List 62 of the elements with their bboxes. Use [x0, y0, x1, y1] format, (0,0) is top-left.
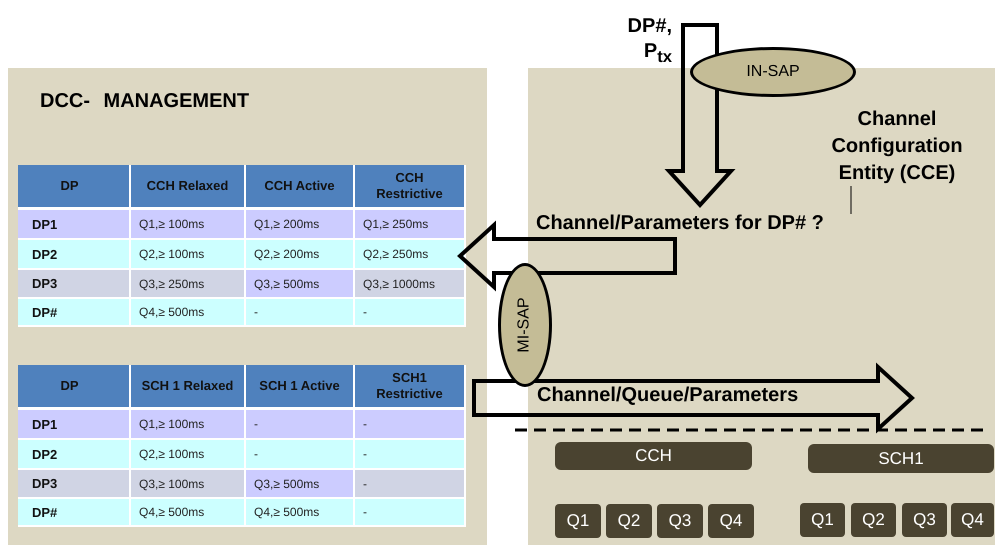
table-cell: DP3: [18, 270, 131, 299]
column-header: CCH Active: [246, 165, 355, 210]
table-cell: Q1,≥ 100ms: [131, 410, 246, 440]
column-header: SCH 1 Active: [246, 365, 355, 410]
queue-box: Q4: [951, 503, 994, 537]
table-cell: -: [355, 410, 466, 440]
column-header: CCH Restrictive: [355, 165, 466, 210]
table-cell: DP3: [18, 470, 131, 499]
table-cell: Q4,≥ 500ms: [131, 499, 246, 527]
interface-label: IN-SAP: [746, 63, 800, 81]
queue-box: Q4: [708, 504, 754, 538]
channel-bar: SCH1: [808, 444, 994, 473]
queue-box: Q3: [657, 504, 703, 538]
queue-box: Q2: [851, 503, 896, 537]
edge-label: Channel/Queue/Parameters: [537, 384, 798, 407]
table-cell: -: [355, 440, 466, 470]
queue-box: Q1: [800, 503, 845, 537]
table-cell: Q3,≥ 500ms: [246, 270, 355, 299]
table-cell: DP1: [18, 210, 131, 240]
table-cell: -: [246, 440, 355, 470]
column-header: SCH1 Restrictive: [355, 365, 466, 410]
table-cell: Q2,≥ 100ms: [131, 240, 246, 270]
table-cell: Q2,≥ 250ms: [355, 240, 466, 270]
interface-label: MI-SAP: [516, 297, 534, 353]
leader-line: [850, 186, 852, 214]
column-header: CCH Relaxed: [131, 165, 246, 210]
table-cell: DP2: [18, 240, 131, 270]
table-cell: Q3,≥ 250ms: [131, 270, 246, 299]
table-cell: Q1,≥ 250ms: [355, 210, 466, 240]
heading-text: Channel/Parameters for DP# ?: [536, 210, 936, 240]
queue-box: Q3: [902, 503, 947, 537]
queue-box: Q1: [555, 504, 601, 538]
column-header: DP: [18, 165, 131, 210]
panel-background: [8, 68, 487, 545]
table-cell: Q1,≥ 100ms: [131, 210, 246, 240]
table-cell: -: [246, 299, 355, 327]
table-cell: DP#: [18, 299, 131, 327]
heading-text: Channel Configuration Entity (CCE): [812, 106, 982, 192]
table-cell: DP#: [18, 499, 131, 527]
table-cell: -: [246, 410, 355, 440]
channel-bar: CCH: [555, 442, 752, 470]
table-cell: DP2: [18, 440, 131, 470]
block-arrow: [664, 23, 736, 208]
table-cell: -: [355, 470, 466, 499]
block-arrow: [457, 220, 677, 292]
table-cell: Q3,≥ 500ms: [246, 470, 355, 499]
table-cell: DP1: [18, 410, 131, 440]
table-cell: Q2,≥ 100ms: [131, 440, 246, 470]
table-cell: Q4,≥ 500ms: [246, 499, 355, 527]
column-header: SCH 1 Relaxed: [131, 365, 246, 410]
table-cell: Q4,≥ 500ms: [131, 299, 246, 327]
table-cell: Q2,≥ 200ms: [246, 240, 355, 270]
table-cell: -: [355, 499, 466, 527]
table-cell: -: [355, 299, 466, 327]
table-cell: Q3,≥ 100ms: [131, 470, 246, 499]
queue-box: Q2: [606, 504, 652, 538]
block-arrow: [472, 362, 915, 434]
table-cell: Q1,≥ 200ms: [246, 210, 355, 240]
edge-label: DP#, P$_{tx}$: [626, 14, 672, 68]
column-header: DP: [18, 365, 131, 410]
table-cell: Q3,≥ 1000ms: [355, 270, 466, 299]
panel-title: DCC- MANAGEMENT: [40, 90, 250, 113]
